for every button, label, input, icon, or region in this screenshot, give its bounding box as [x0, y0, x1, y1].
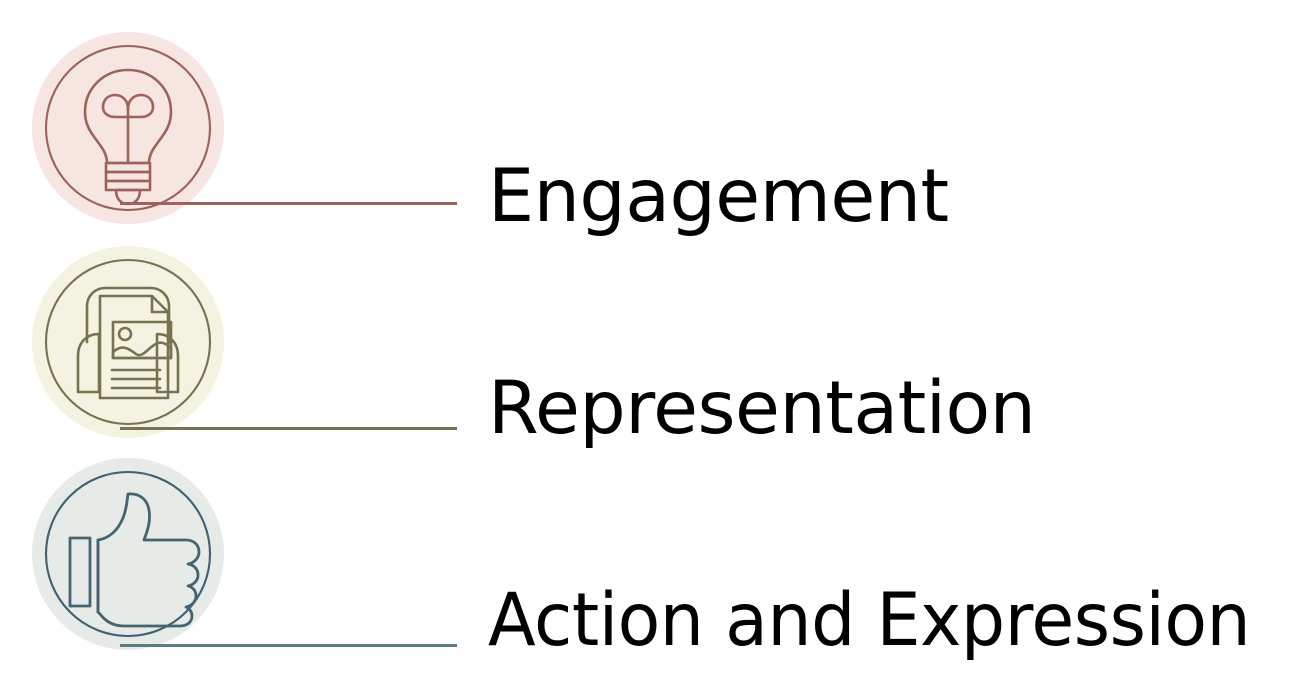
list-item-label-engagement: Engagement	[488, 154, 949, 239]
thumbs-up-icon	[30, 456, 226, 652]
connector-line-representation	[120, 427, 457, 430]
list-item-label-representation: Representation	[488, 366, 1036, 451]
list-item[interactable]	[0, 222, 1316, 452]
document-media-headphones-icon	[30, 244, 226, 440]
list-item[interactable]	[0, 434, 1316, 674]
connector-line-engagement	[120, 202, 457, 205]
connector-line-action-and-expression	[120, 644, 457, 647]
list-item[interactable]	[0, 8, 1316, 238]
lightbulb-icon	[30, 30, 226, 226]
list-item-label-action-and-expression: Action and Expression	[488, 578, 1251, 663]
